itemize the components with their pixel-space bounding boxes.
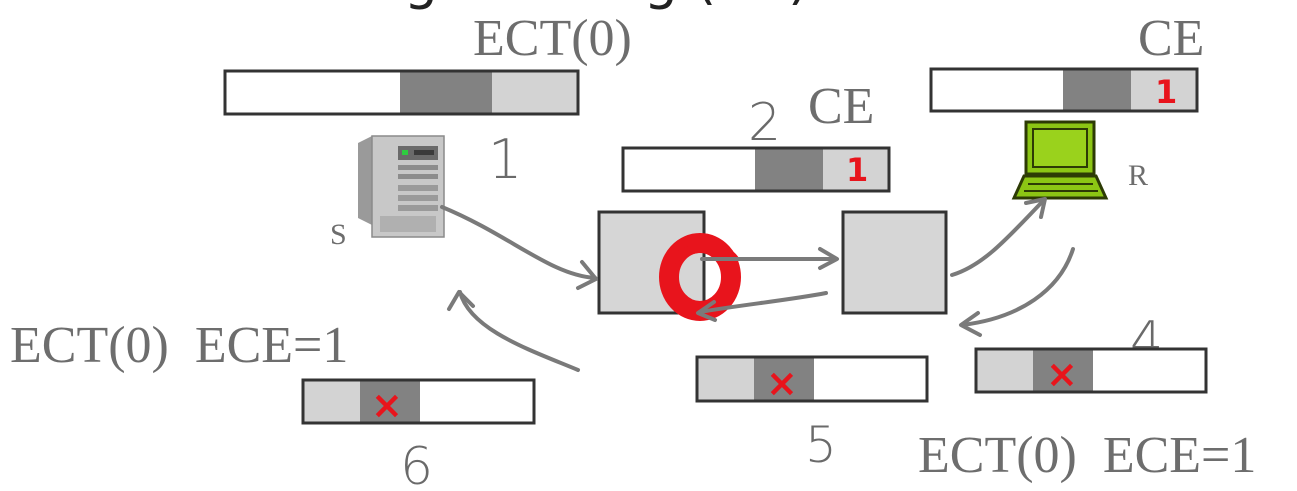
arrowhead-router-to-receiver [1024, 197, 1047, 219]
step-5: 5 [805, 416, 837, 474]
ce-bit-mark: 1 [846, 151, 868, 189]
packet-5: × [695, 355, 929, 405]
step-2: 2 [748, 93, 781, 153]
label-ce-top: CE [1138, 10, 1204, 67]
packet-2: 1 [621, 146, 891, 193]
label-ect-ece-right: ECT(0) ECE=1 [918, 427, 1256, 484]
label-ect-top: ECT(0) [473, 10, 632, 67]
laptop-icon [1011, 120, 1109, 200]
step-6: 6 [400, 437, 433, 491]
arrow-sender-to-router [440, 205, 597, 280]
label-ect-ece-left: ECT(0) ECE=1 [10, 317, 348, 374]
ce-bit-mark-top: 1 [1155, 73, 1177, 111]
arrow-router-back [698, 291, 828, 314]
arrowhead-sender-to-router [576, 260, 598, 290]
packet-6: × [301, 378, 536, 427]
label-sender: S [330, 218, 347, 251]
ece-cross-mark-4: × [1046, 352, 1078, 396]
arrowhead-router-to-router [818, 247, 839, 270]
arrowhead-router-to-sender [447, 290, 475, 311]
packet-4: × [974, 347, 1208, 396]
flow-arrows [440, 197, 1075, 372]
router-right [841, 210, 948, 315]
label-ce-middle: CE [808, 78, 874, 135]
packet-1 [223, 69, 580, 116]
packet-received-ce: 1 [929, 67, 1199, 113]
arrowhead-receiver-to-router [959, 311, 982, 337]
ece-cross-mark-5: × [766, 361, 798, 405]
header-fragment: ECN header flag marking (CE) [0, 0, 809, 11]
step-1: 1 [488, 128, 522, 191]
server-tower-icon [358, 135, 445, 238]
arrow-receiver-to-router [960, 247, 1075, 327]
arrowhead-router-back [696, 300, 717, 322]
ece-cross-mark-6: × [371, 383, 403, 427]
label-receiver: R [1128, 159, 1148, 192]
arrow-router-to-receiver [950, 198, 1046, 277]
arrow-router-to-sender [458, 290, 580, 372]
